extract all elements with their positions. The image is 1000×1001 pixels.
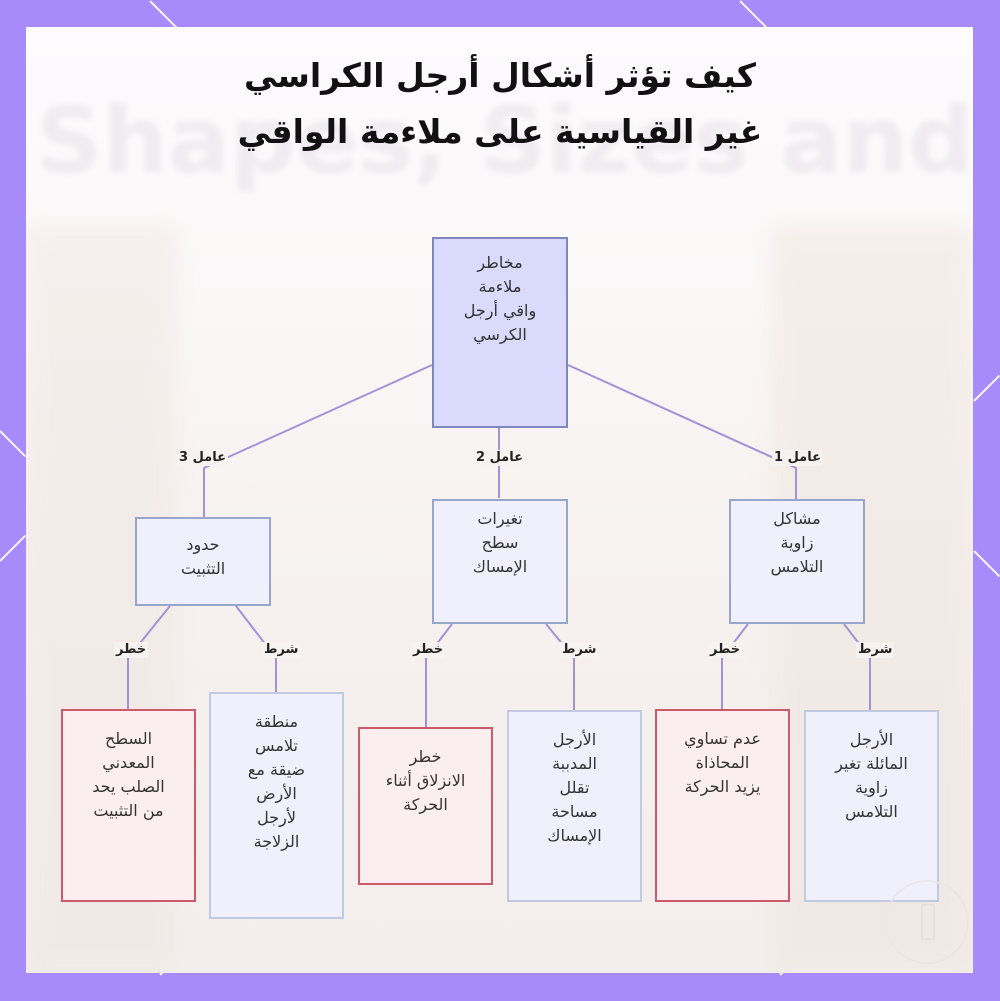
title-line-1: كيف تؤثر أشكال أرجل الكراسي bbox=[243, 56, 756, 95]
node-text-line: الإمساك bbox=[472, 557, 528, 576]
node-text-line: الكرسي bbox=[473, 325, 527, 344]
node-text-line: الأرض bbox=[256, 784, 297, 803]
node-text-line: المدببة bbox=[552, 754, 597, 773]
node-text-line: من التثبيت bbox=[93, 801, 164, 820]
node-text-line: سطح bbox=[481, 533, 519, 552]
condition-node: الأرجل المدببة تقلل مساحة الإمساك bbox=[507, 710, 642, 902]
watermark-logo-icon bbox=[885, 880, 969, 964]
node-text-line: ضيقة مع bbox=[247, 760, 306, 779]
node-text-line: التلامس bbox=[770, 557, 824, 576]
edge-label-factor-2: عامل 2 bbox=[474, 450, 525, 466]
node-text-line: الانزلاق أثناء bbox=[385, 771, 466, 790]
node-text-line: المعدني bbox=[102, 753, 155, 772]
node-text-line: السطح bbox=[104, 729, 153, 748]
node-text-line: عدم تساوي bbox=[684, 729, 761, 748]
title-line-2: غير القياسية على ملاءمة الواقي bbox=[237, 112, 763, 151]
edge-factor-1-risk bbox=[721, 623, 749, 709]
risk-node: خطر الانزلاق أثناء الحركة bbox=[358, 727, 493, 885]
edge-label-factor-1: عامل 1 bbox=[772, 450, 823, 466]
edge-label-condition: شرط bbox=[856, 642, 895, 658]
edge-root-factor-1 bbox=[567, 364, 797, 500]
factor-node-2: تغيرات سطح الإمساك bbox=[432, 499, 568, 624]
node-text-line: التلامس bbox=[845, 802, 898, 821]
node-text-line: تقلل bbox=[559, 778, 590, 797]
edge-factor-3-risk bbox=[127, 605, 171, 709]
edge-label-condition: شرط bbox=[560, 642, 599, 658]
risk-node: عدم تساوي المحاذاة يزيد الحركة bbox=[655, 709, 790, 902]
node-text-line: لأرجل bbox=[257, 808, 296, 827]
risk-node: السطح المعدني الصلب يحد من التثبيت bbox=[61, 709, 196, 902]
factor-node-1: مشاكل زاوية التلامس bbox=[729, 499, 865, 624]
edge-factor-2-risk bbox=[425, 623, 453, 727]
condition-node: الأرجل المائلة تغير زاوية التلامس bbox=[804, 710, 939, 902]
node-text-line: المائلة تغير bbox=[835, 754, 908, 773]
node-text-line: حدود bbox=[186, 535, 220, 554]
edge-label-factor-3: عامل 3 bbox=[177, 450, 228, 466]
node-text-line: الأرجل bbox=[552, 730, 597, 749]
edge-factor-2-condition bbox=[545, 623, 575, 710]
node-text-line: مخاطر bbox=[477, 253, 523, 272]
node-text-line: الإمساك bbox=[547, 826, 602, 845]
node-text-line: التثبيت bbox=[180, 559, 226, 578]
node-text-line: تغيرات bbox=[477, 509, 523, 528]
edge-label-condition: شرط bbox=[262, 642, 301, 658]
node-text-line: منطقة bbox=[254, 712, 299, 731]
root-node: مخاطر ملاءمة واقي أرجل الكرسي bbox=[432, 237, 568, 428]
node-text-line: مشاكل bbox=[773, 509, 821, 528]
node-text-line: مساحة bbox=[551, 802, 598, 821]
node-text-line: المحاذاة bbox=[695, 753, 750, 772]
node-text-line: خطر bbox=[409, 747, 442, 766]
node-text-line: زاوية bbox=[855, 778, 888, 797]
node-text-line: يزيد الحركة bbox=[684, 777, 761, 796]
node-text-line: تلامس bbox=[255, 736, 298, 755]
background-faded-heading: Shapes, Sizes and Fit bbox=[36, 87, 973, 194]
condition-node: منطقة تلامس ضيقة مع الأرض لأرجل الزلاجة bbox=[209, 692, 344, 919]
edge-factor-3-condition bbox=[235, 605, 277, 692]
node-text-line: واقي أرجل bbox=[463, 301, 537, 320]
node-text-line: زاوية bbox=[780, 533, 814, 552]
node-text-line: الصلب يحد bbox=[92, 777, 165, 796]
edge-label-risk: خطر bbox=[708, 642, 743, 658]
edge-factor-1-condition bbox=[843, 623, 871, 710]
node-text-line: الأرجل bbox=[849, 730, 894, 749]
page-title: كيف تؤثر أشكال أرجل الكراسي غير القياسية… bbox=[0, 48, 1000, 160]
edge-root-factor-3 bbox=[203, 364, 433, 518]
edge-label-risk: خطر bbox=[114, 642, 149, 658]
edge-label-risk: خطر bbox=[411, 642, 446, 658]
node-text-line: الحركة bbox=[403, 795, 448, 814]
factor-node-3: حدود التثبيت bbox=[135, 517, 271, 606]
node-text-line: الزلاجة bbox=[253, 832, 300, 851]
node-text-line: ملاءمة bbox=[478, 277, 522, 296]
